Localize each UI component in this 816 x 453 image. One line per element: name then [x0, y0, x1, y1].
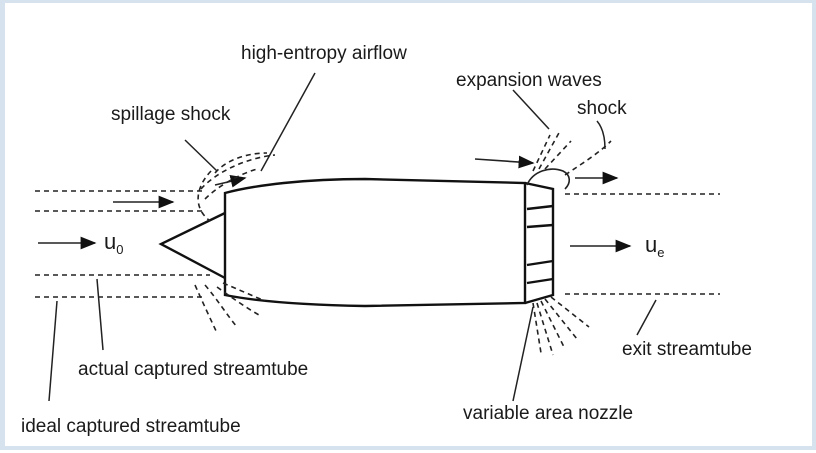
label-expansion-waves: expansion waves	[456, 70, 602, 91]
leader-actual-captured	[96, 278, 104, 351]
nozzle-fan-1	[532, 302, 542, 354]
nozzle-shock-bubble	[526, 168, 571, 190]
spillage-shock-upper-2	[204, 168, 258, 200]
nozzle-vane-4	[526, 277, 554, 285]
spillage-shock-lower-3	[216, 286, 260, 316]
inlet-velocity-label: u0	[104, 229, 123, 257]
exit-velocity-label: ue	[645, 232, 664, 260]
leader-spillage-shock	[184, 139, 218, 172]
label-shock: shock	[577, 98, 627, 119]
nozzle-vane-3	[526, 259, 554, 267]
nozzle-fan-5	[550, 296, 590, 328]
expansion-wave-2	[538, 130, 561, 170]
leader-variable-nozzle	[512, 306, 534, 402]
label-exit-streamtube: exit streamtube	[622, 339, 752, 360]
leader-high-entropy	[260, 72, 316, 172]
high-entropy-region	[214, 152, 268, 174]
spillage-shock-lower-1	[194, 284, 218, 334]
engine-streamtube-diagram: high-entropy airflow spillage shock expa…	[21, 43, 752, 437]
engine-body	[223, 177, 527, 308]
spillage-shock-outer	[197, 170, 212, 222]
leader-shock	[596, 120, 606, 150]
spillage-shock-upper	[200, 154, 276, 190]
expansion-wave-3	[544, 140, 572, 170]
spillage-shock-lower-2	[204, 284, 238, 328]
inlet-cone	[158, 211, 226, 280]
leader-exit-streamtube	[636, 299, 657, 336]
shock-line	[564, 140, 612, 176]
nozzle-vane-1	[526, 204, 554, 211]
leader-ideal-captured	[48, 300, 58, 402]
label-actual-captured: actual captured streamtube	[78, 359, 308, 380]
label-high-entropy: high-entropy airflow	[241, 43, 407, 64]
nozzle-fan-2	[536, 302, 554, 356]
nozzle	[524, 181, 555, 305]
nozzle-vane-2	[526, 223, 554, 229]
flow-arrow-top	[474, 155, 535, 169]
spillage-shock-lower-4	[222, 282, 266, 302]
label-spillage-shock: spillage shock	[111, 104, 231, 125]
label-ideal-captured: ideal captured streamtube	[21, 416, 241, 437]
leader-expansion-waves	[512, 89, 550, 130]
expansion-wave-1	[532, 134, 551, 172]
label-variable-nozzle: variable area nozzle	[463, 403, 633, 424]
